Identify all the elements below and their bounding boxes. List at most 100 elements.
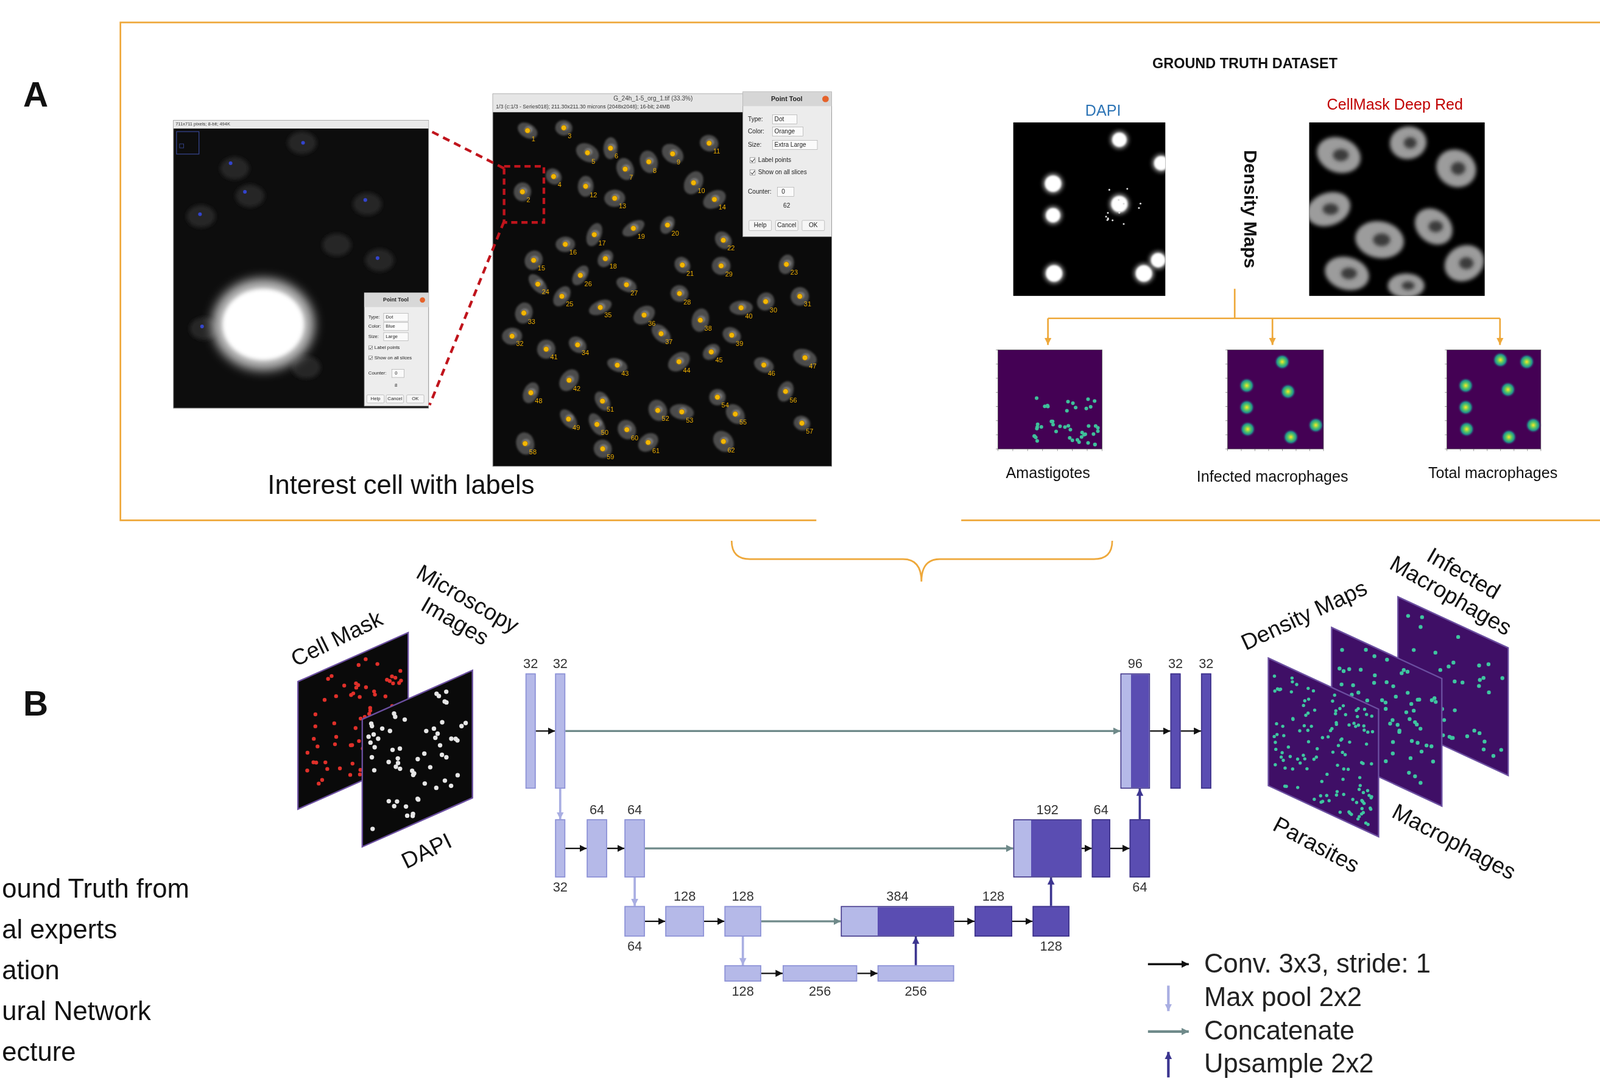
image-dot xyxy=(1364,713,1368,717)
axis-tick xyxy=(1225,378,1228,379)
point-marker xyxy=(711,196,718,203)
connector xyxy=(565,730,1121,733)
image-dot xyxy=(1338,707,1342,711)
nucleus xyxy=(222,288,304,360)
dialog-title: Point Tool xyxy=(383,297,409,304)
image-dot xyxy=(1433,699,1438,704)
feature-map: 384 xyxy=(841,906,955,937)
image-dot xyxy=(370,826,375,831)
connector xyxy=(607,847,625,850)
image-dot xyxy=(1452,708,1457,712)
channel-count: 64 xyxy=(627,939,642,954)
cell xyxy=(613,416,640,443)
cell xyxy=(1387,123,1430,163)
feature-map: 256 xyxy=(782,965,857,982)
image-dot xyxy=(1339,738,1343,742)
point-marker xyxy=(676,291,683,297)
image-dot xyxy=(1360,807,1364,811)
dialog-text: Blue xyxy=(385,324,395,330)
density-blob xyxy=(1239,420,1256,438)
axis-tick xyxy=(1227,448,1228,451)
cell-number: 6 xyxy=(614,152,619,161)
title-strip xyxy=(173,120,429,129)
image-dot xyxy=(1465,734,1470,739)
cell-nucleus xyxy=(1450,162,1465,175)
cell-nucleus xyxy=(543,344,552,353)
image-dot xyxy=(1326,735,1330,739)
cell-number: 35 xyxy=(604,311,612,320)
image-dot xyxy=(1338,810,1342,814)
image-dot xyxy=(1405,690,1410,695)
point-marker xyxy=(614,362,621,368)
image-dot xyxy=(1305,767,1309,771)
image-dot xyxy=(1366,730,1370,734)
cell-number: 24 xyxy=(542,288,550,297)
point-marker xyxy=(560,125,567,131)
cell-nucleus xyxy=(1322,203,1339,215)
point-marker xyxy=(525,127,531,134)
image-dot xyxy=(398,669,402,674)
nucleus xyxy=(1045,208,1060,223)
image-dot xyxy=(1491,754,1496,758)
screenshot-content xyxy=(176,131,395,379)
connector xyxy=(565,847,587,850)
cell-number: 42 xyxy=(573,384,581,393)
cell-nucleus xyxy=(1341,267,1357,280)
connector xyxy=(1081,847,1093,850)
cell-number: 5 xyxy=(591,157,596,166)
channel-count: 96 xyxy=(1127,657,1143,671)
image-dot xyxy=(1339,682,1343,687)
density-dot xyxy=(1065,400,1070,404)
image-dot xyxy=(1335,763,1339,767)
cell xyxy=(790,345,820,370)
point-marker xyxy=(761,362,767,368)
cell-nucleus xyxy=(577,271,586,279)
image-dot xyxy=(353,725,358,730)
image-dot xyxy=(1321,799,1325,803)
cell-nucleus xyxy=(509,331,518,339)
dialog-text: Orange xyxy=(774,127,796,136)
cell-nucleus xyxy=(519,186,528,195)
dropdown xyxy=(383,313,409,321)
legend-text: Upsample 2x2 xyxy=(1204,1048,1374,1080)
point-marker xyxy=(715,394,721,401)
dialog-text: Color: xyxy=(368,324,382,330)
image-dot xyxy=(423,729,429,734)
image-dot xyxy=(1355,800,1359,804)
cell-nucleus xyxy=(664,220,673,228)
cell-nucleus xyxy=(562,239,571,248)
image-dot xyxy=(459,724,464,729)
point-marker xyxy=(522,440,529,447)
cell xyxy=(787,284,812,309)
axis-tick xyxy=(1282,448,1283,451)
dialog-text: Type: xyxy=(368,314,381,321)
close-button xyxy=(419,297,426,303)
density-dot xyxy=(1080,430,1085,435)
dialog-text: Color: xyxy=(747,127,765,136)
cell-number: 38 xyxy=(704,324,712,333)
image-dot xyxy=(1385,657,1389,662)
connector xyxy=(1110,847,1130,850)
dialog-button-text: Help xyxy=(370,396,381,402)
cell xyxy=(719,324,745,347)
channel-count: 32 xyxy=(1198,657,1214,671)
cell-nucleus xyxy=(679,260,688,268)
point-marker xyxy=(645,439,652,446)
counter-box xyxy=(777,186,795,197)
parasite-output xyxy=(1268,658,1379,837)
image-dot xyxy=(1404,710,1409,714)
cell-number: 57 xyxy=(805,427,814,436)
counter-box xyxy=(391,369,404,378)
axis-tick xyxy=(1027,448,1029,451)
cell xyxy=(521,247,546,273)
feature-map: 64 xyxy=(1092,819,1111,878)
image-dot xyxy=(369,721,374,726)
density-dot xyxy=(1070,438,1075,443)
cell-number: 13 xyxy=(618,202,627,211)
cell-number: 26 xyxy=(584,279,593,288)
cell-nucleus xyxy=(630,223,639,231)
cell-nucleus xyxy=(654,405,663,413)
channel-count: 128 xyxy=(982,889,1005,904)
speck xyxy=(1122,222,1125,225)
